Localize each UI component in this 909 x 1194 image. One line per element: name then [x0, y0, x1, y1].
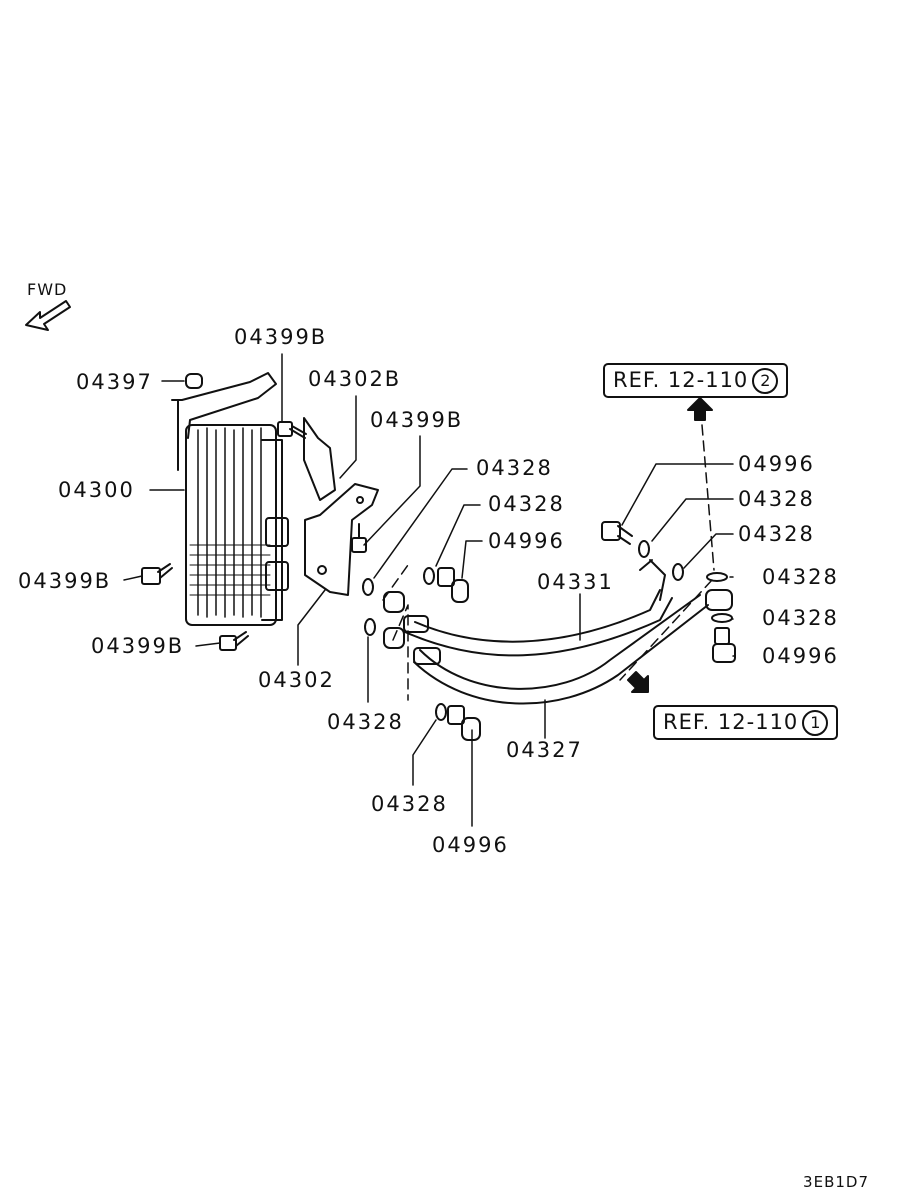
diagram-code: 3EB1D7	[803, 1173, 869, 1191]
label-04399b-bottom[interactable]: 04399B	[91, 634, 185, 658]
label-04996-r2[interactable]: 04996	[762, 644, 839, 668]
label-04399b-mid[interactable]: 04399B	[370, 408, 464, 432]
ref-text-1: REF. 12-110	[663, 710, 799, 734]
label-04399b-top[interactable]: 04399B	[234, 325, 328, 349]
bolt-04399b-bottom	[219, 631, 249, 651]
label-04996-b[interactable]: 04996	[432, 833, 509, 857]
nut-04397	[185, 373, 203, 389]
label-04302[interactable]: 04302	[258, 668, 335, 692]
bolt-04399b-mid	[351, 523, 367, 553]
o-ring-d	[435, 703, 447, 721]
fwd-arrow-icon	[25, 300, 71, 331]
fitting-right	[705, 589, 733, 611]
down-right-arrow-icon	[627, 671, 649, 693]
ref-text-2: REF. 12-110	[613, 368, 749, 392]
label-04328-r3[interactable]: 04328	[762, 565, 839, 589]
hose-04331	[404, 589, 673, 657]
o-ring-a	[362, 578, 374, 596]
ref-number-2: 2	[752, 368, 779, 394]
bolt-04399b-left	[141, 563, 173, 585]
o-ring-r4	[711, 613, 733, 623]
label-04328-d[interactable]: 04328	[371, 792, 448, 816]
label-04328-r1[interactable]: 04328	[738, 487, 815, 511]
hose-04327	[413, 594, 709, 705]
label-04327[interactable]: 04327	[506, 738, 583, 762]
label-04328-r2[interactable]: 04328	[738, 522, 815, 546]
o-ring-c	[364, 618, 376, 636]
label-04328-b[interactable]: 04328	[488, 492, 565, 516]
oil-cooler-04300	[171, 372, 289, 626]
bracket-04302b	[303, 417, 336, 501]
o-ring-b	[423, 567, 435, 585]
banjo-bolt-04996-a	[437, 567, 469, 603]
bracket-04302	[304, 483, 379, 596]
bolt-04399b-top	[277, 421, 307, 439]
label-04331[interactable]: 04331	[537, 570, 614, 594]
fitting-left-lower	[383, 627, 441, 665]
o-ring-r1	[638, 540, 650, 558]
label-04397[interactable]: 04397	[76, 370, 153, 394]
label-04996-r1[interactable]: 04996	[738, 452, 815, 476]
label-04328-c[interactable]: 04328	[327, 710, 404, 734]
label-04302b[interactable]: 04302B	[308, 367, 402, 391]
label-04328-a[interactable]: 04328	[476, 456, 553, 480]
fitting-left-upper	[383, 591, 429, 633]
up-arrow-icon	[687, 397, 713, 421]
label-04300[interactable]: 04300	[58, 478, 135, 502]
label-04399b-left[interactable]: 04399B	[18, 569, 112, 593]
banjo-bolt-04996-r2	[712, 627, 736, 663]
fwd-label: FWD	[27, 280, 68, 299]
banjo-bolt-04996-b	[447, 705, 481, 741]
banjo-bolt-04996-r1	[601, 521, 633, 545]
label-04996-a[interactable]: 04996	[488, 529, 565, 553]
label-04328-r4[interactable]: 04328	[762, 606, 839, 630]
o-ring-r3	[706, 572, 728, 582]
o-ring-r2	[672, 563, 684, 581]
ref-number-1: 1	[802, 710, 829, 736]
